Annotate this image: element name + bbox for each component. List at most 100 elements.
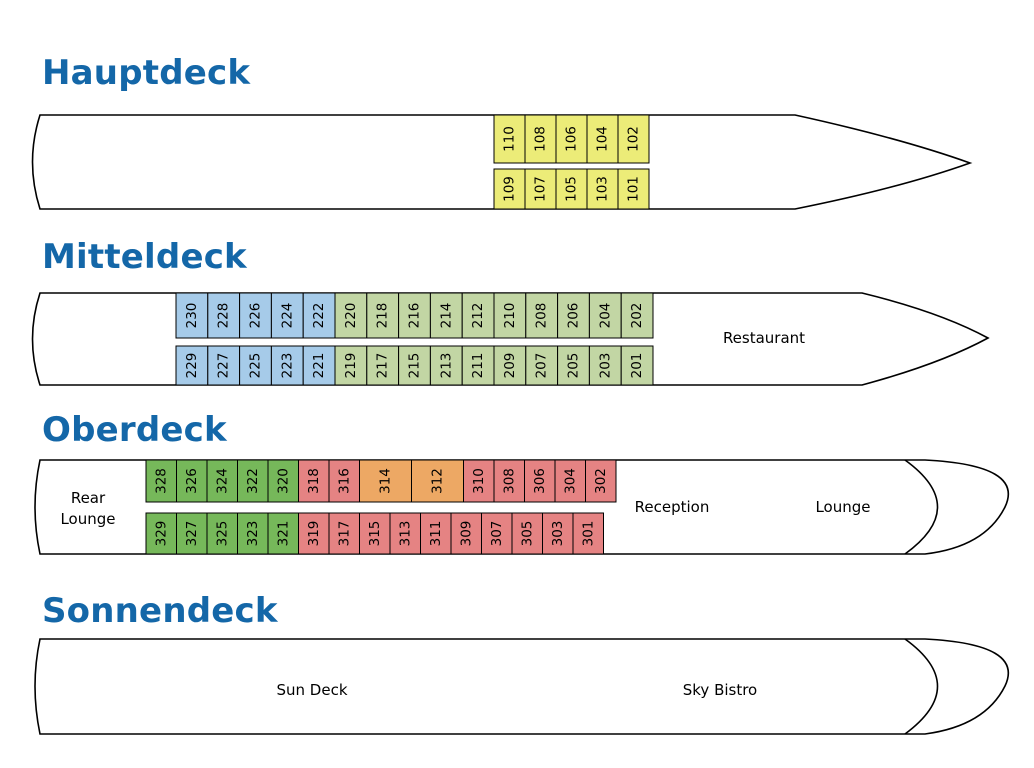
cabin-229[interactable]: 229 (175, 345, 209, 386)
cabin-213[interactable]: 213 (429, 345, 463, 386)
sun-deck-label: Sun Deck (276, 681, 348, 699)
cabin-215[interactable]: 215 (398, 345, 431, 386)
cabin-number: 203 (597, 353, 613, 379)
cabin-219[interactable]: 219 (334, 345, 368, 386)
cabin-box (206, 459, 238, 503)
cabin-number: 106 (564, 126, 580, 152)
cabin-206[interactable]: 206 (557, 292, 590, 339)
cabin-230[interactable]: 230 (175, 292, 209, 339)
sky-bistro-label: Sky Bistro (682, 681, 758, 699)
cabin-225[interactable]: 225 (239, 345, 272, 386)
cabin-box (463, 459, 495, 503)
cabin-box (206, 512, 238, 555)
cabin-308[interactable]: 308 (493, 459, 525, 503)
cabin-227[interactable]: 227 (207, 345, 241, 386)
cabin-208[interactable]: 208 (525, 292, 559, 339)
cabin-318[interactable]: 318 (298, 459, 330, 503)
cabin-305[interactable]: 305 (511, 512, 543, 555)
cabin-202[interactable]: 202 (620, 292, 654, 339)
cabin-307[interactable]: 307 (481, 512, 513, 555)
cabin-218[interactable]: 218 (366, 292, 400, 339)
cabin-101[interactable]: 101 (617, 168, 650, 210)
cabin-box (617, 168, 650, 210)
cabin-box (207, 345, 241, 386)
cabin-304[interactable]: 304 (554, 459, 586, 503)
cabin-310[interactable]: 310 (463, 459, 495, 503)
cabin-number: 202 (629, 303, 645, 329)
cabin-207[interactable]: 207 (525, 345, 559, 386)
cabin-211[interactable]: 211 (461, 345, 495, 386)
cabin-102[interactable]: 102 (617, 114, 650, 164)
cabin-221[interactable]: 221 (302, 345, 336, 386)
cabin-205[interactable]: 205 (557, 345, 590, 386)
cabin-322[interactable]: 322 (237, 459, 269, 503)
cabin-box (493, 345, 527, 386)
cabin-106[interactable]: 106 (555, 114, 588, 164)
cabin-box (617, 114, 650, 164)
cabin-204[interactable]: 204 (588, 292, 622, 339)
cabin-327[interactable]: 327 (176, 512, 208, 555)
cabin-109[interactable]: 109 (493, 168, 526, 210)
cabin-number: 204 (597, 303, 613, 329)
cabin-228[interactable]: 228 (207, 292, 241, 339)
cabin-203[interactable]: 203 (588, 345, 622, 386)
cabin-214[interactable]: 214 (429, 292, 463, 339)
cabin-325[interactable]: 325 (206, 512, 238, 555)
cabin-313[interactable]: 313 (389, 512, 421, 555)
cabin-216[interactable]: 216 (398, 292, 431, 339)
cabin-110[interactable]: 110 (493, 114, 526, 164)
cabin-box (555, 114, 588, 164)
cabin-number: 303 (550, 521, 566, 547)
cabin-314[interactable]: 314 (359, 459, 412, 503)
cabin-number: 108 (533, 126, 549, 152)
cabin-105[interactable]: 105 (555, 168, 588, 210)
cabin-103[interactable]: 103 (586, 168, 619, 210)
cabin-306[interactable]: 306 (524, 459, 556, 503)
cabin-209[interactable]: 209 (493, 345, 527, 386)
cabin-323[interactable]: 323 (237, 512, 269, 555)
cabin-316[interactable]: 316 (328, 459, 360, 503)
cabin-number: 323 (245, 521, 261, 547)
cabin-317[interactable]: 317 (328, 512, 360, 555)
sonnendeck-hull (34, 638, 1010, 735)
cabin-309[interactable]: 309 (450, 512, 482, 555)
cabin-303[interactable]: 303 (542, 512, 574, 555)
cabin-224[interactable]: 224 (270, 292, 304, 339)
cabin-301[interactable]: 301 (572, 512, 604, 555)
cabin-226[interactable]: 226 (239, 292, 272, 339)
cabin-311[interactable]: 311 (420, 512, 452, 555)
lounge-label: Lounge (815, 498, 871, 516)
cabin-104[interactable]: 104 (586, 114, 619, 164)
cabin-number: 307 (489, 521, 505, 547)
cabin-312[interactable]: 312 (411, 459, 464, 503)
cabin-number: 222 (311, 303, 327, 329)
cabin-321[interactable]: 321 (267, 512, 299, 555)
cabin-302[interactable]: 302 (585, 459, 617, 503)
cabin-319[interactable]: 319 (298, 512, 330, 555)
cabin-217[interactable]: 217 (366, 345, 400, 386)
cabin-320[interactable]: 320 (267, 459, 299, 503)
cabin-107[interactable]: 107 (524, 168, 557, 210)
cabin-box (585, 459, 617, 503)
cabin-201[interactable]: 201 (620, 345, 654, 386)
cabin-220[interactable]: 220 (334, 292, 368, 339)
cabin-box (620, 292, 654, 339)
cabin-328[interactable]: 328 (145, 459, 177, 503)
cabin-number: 218 (375, 303, 391, 329)
cabin-number: 317 (336, 521, 352, 547)
cabin-210[interactable]: 210 (493, 292, 527, 339)
cabin-315[interactable]: 315 (359, 512, 391, 555)
cabin-box (586, 114, 619, 164)
cabin-329[interactable]: 329 (145, 512, 177, 555)
cabin-326[interactable]: 326 (176, 459, 208, 503)
cabin-108[interactable]: 108 (524, 114, 557, 164)
cabin-223[interactable]: 223 (270, 345, 304, 386)
cabin-222[interactable]: 222 (302, 292, 336, 339)
cabin-number: 313 (397, 521, 413, 547)
cabin-212[interactable]: 212 (461, 292, 495, 339)
cabin-324[interactable]: 324 (206, 459, 238, 503)
